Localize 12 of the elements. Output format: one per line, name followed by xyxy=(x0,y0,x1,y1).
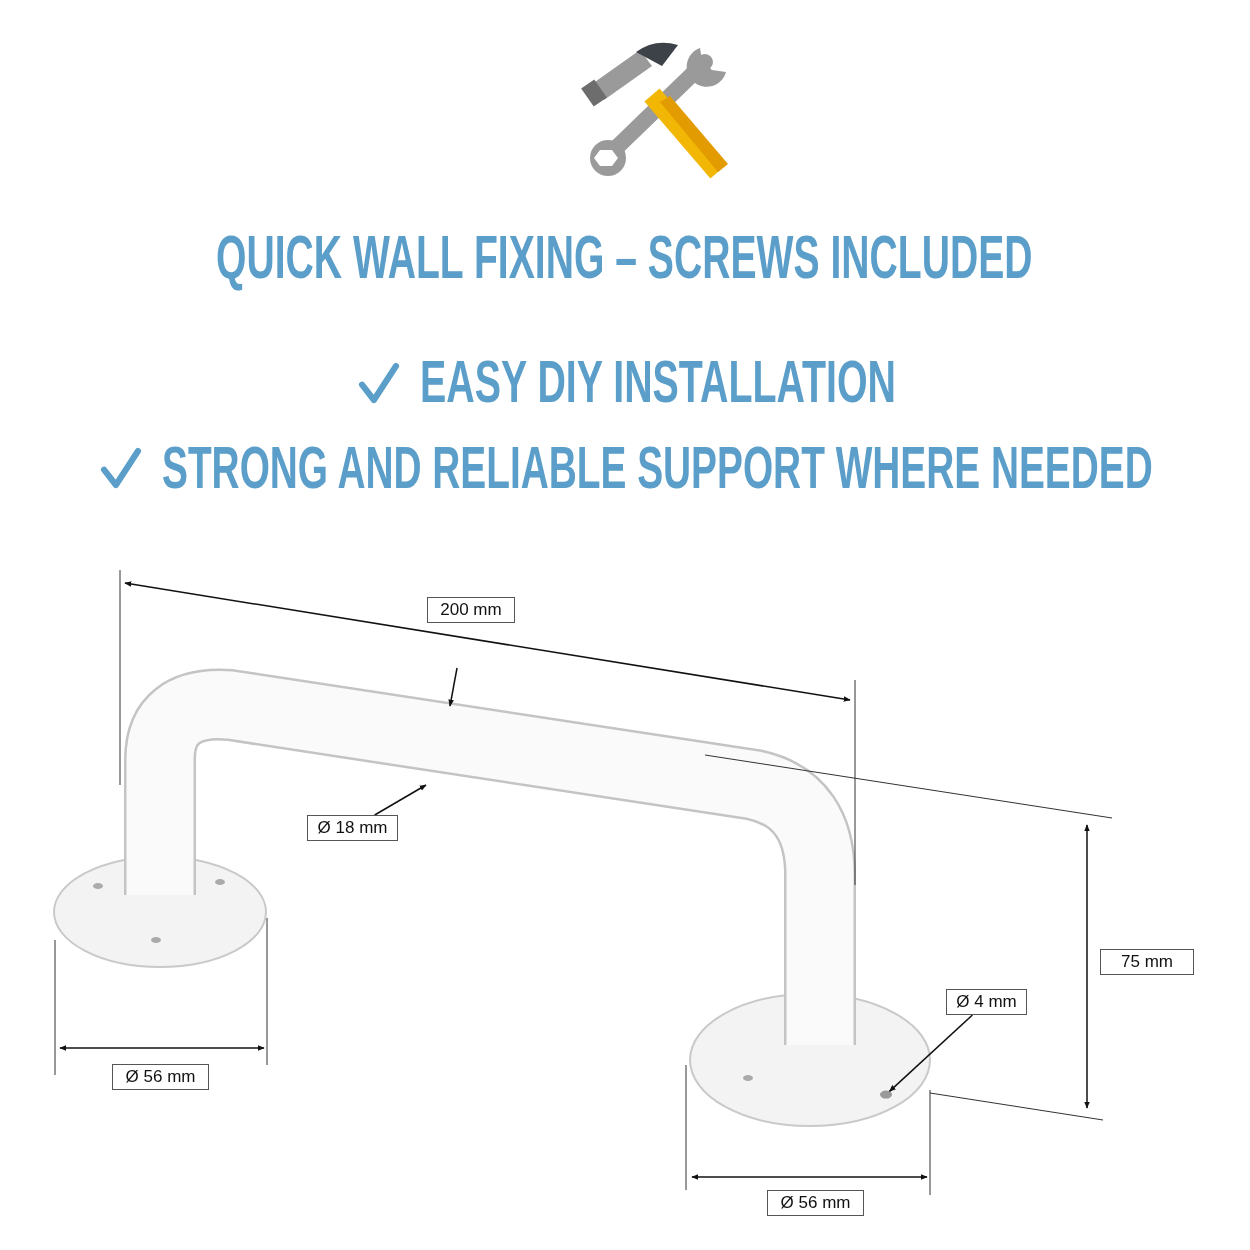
dimension-label: 75 mm xyxy=(1100,949,1194,975)
leader-arrow xyxy=(888,1014,974,1093)
pointer-arrow xyxy=(448,667,458,707)
callout-label: Ø 4 mm xyxy=(946,989,1027,1015)
leader-arrow xyxy=(373,784,427,816)
feature-text: STRONG AND RELIABLE SUPPORT WHERE NEEDED xyxy=(162,438,1153,498)
screw-hole xyxy=(880,1090,892,1099)
grab-rail-drawing xyxy=(53,668,931,1127)
dimension-label: 200 mm xyxy=(427,597,515,623)
dimension-label: Ø 56 mm xyxy=(767,1190,864,1216)
feature-text: EASY DIY INSTALLATION xyxy=(420,352,896,412)
dimension-label: Ø 56 mm xyxy=(112,1064,209,1090)
